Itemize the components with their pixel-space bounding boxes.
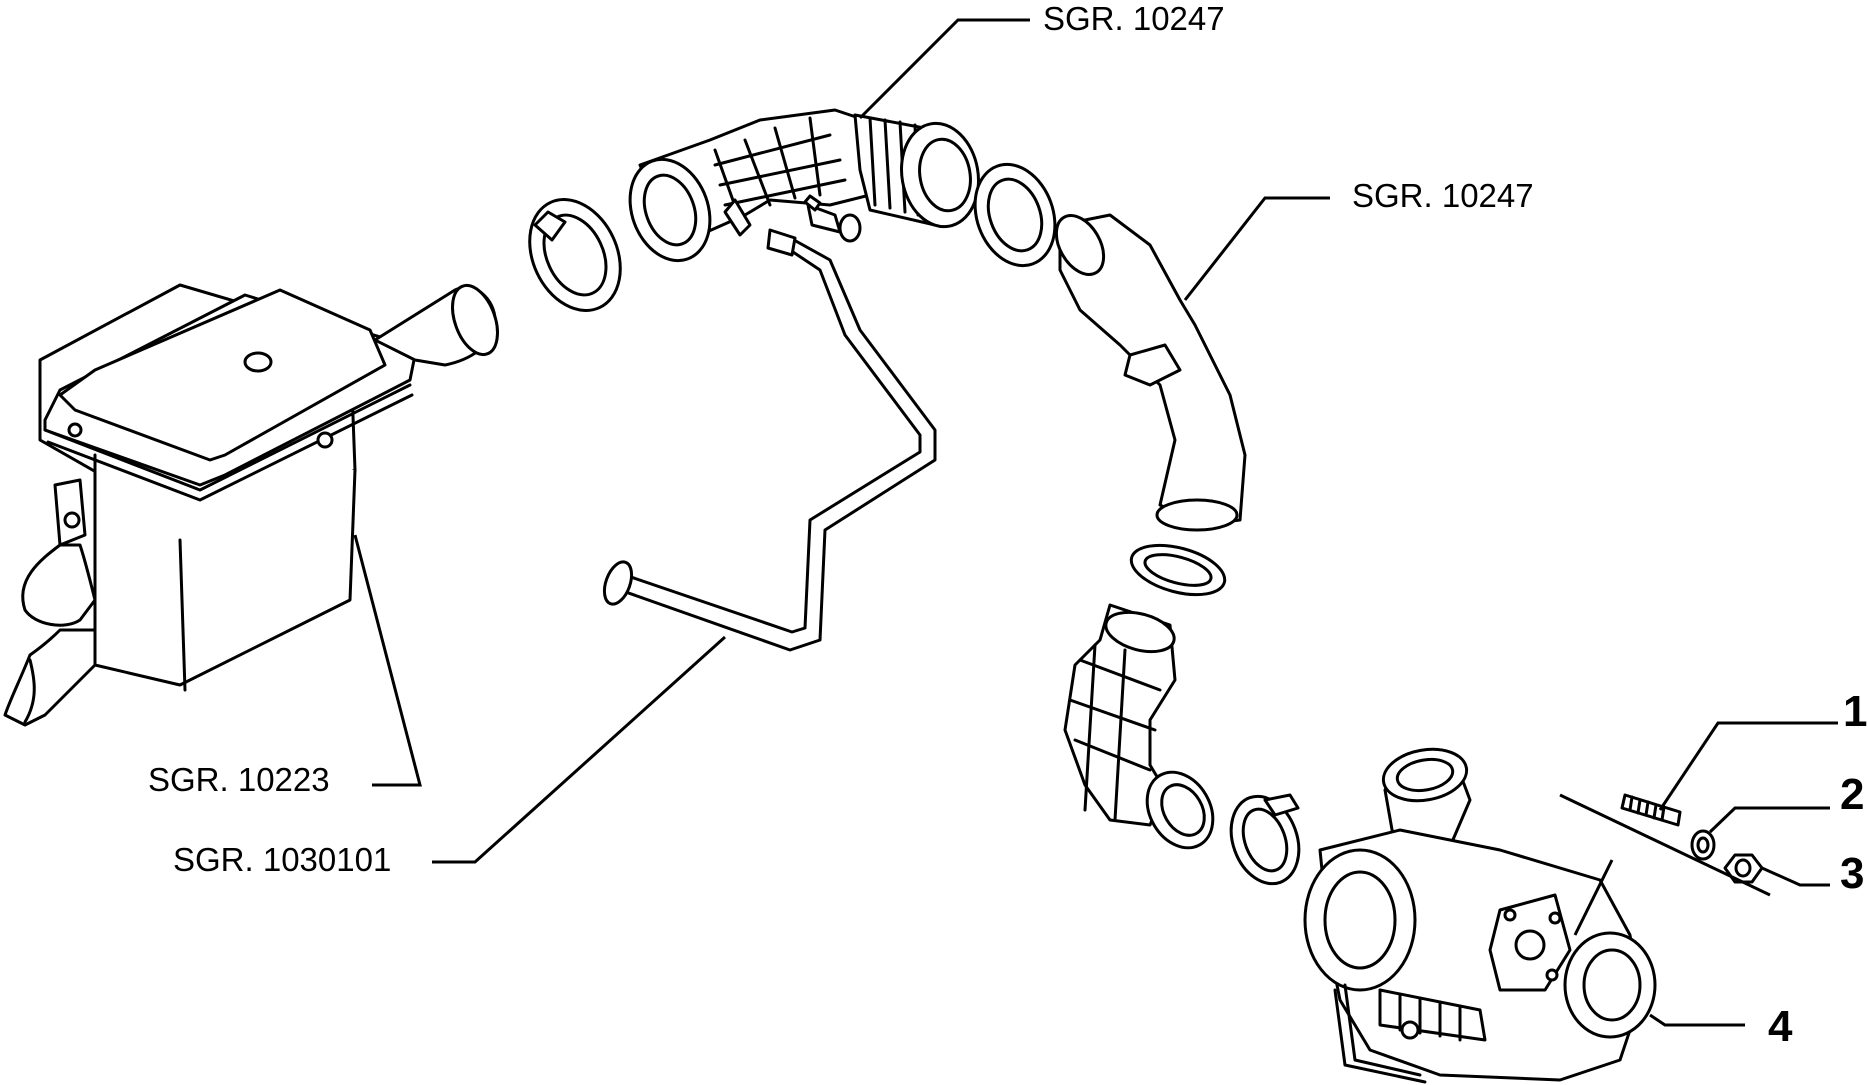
callout-2: 2	[1840, 770, 1865, 819]
ref-label-hose-right: SGR. 10247	[1352, 177, 1534, 214]
intercooler-hose	[1054, 213, 1247, 532]
ref-label-air-filter: SGR. 10223	[148, 761, 330, 798]
hose-clamp-lower	[1229, 793, 1301, 886]
intake-elbow-hose	[628, 108, 980, 263]
leader-lines	[353, 18, 1838, 1027]
hose-clamp-left	[528, 198, 622, 312]
breather-valve	[803, 194, 862, 243]
hose-clamp-middle	[1129, 543, 1227, 597]
callout-4: 4	[1768, 1002, 1793, 1051]
ref-label-hose-top: SGR. 10247	[1043, 0, 1225, 37]
breather-pipe	[602, 228, 937, 652]
turbocharger	[1303, 747, 1657, 1084]
ref-label-breather-pipe: SGR. 1030101	[173, 841, 392, 878]
air-filter-box	[3, 283, 499, 727]
turbo-intake-hose	[1063, 603, 1215, 850]
hose-clamp-top-right	[973, 162, 1057, 268]
callout-3: 3	[1840, 849, 1865, 898]
washer	[1690, 829, 1716, 861]
nut	[1723, 853, 1764, 884]
stud	[1620, 793, 1682, 827]
callout-1: 1	[1843, 687, 1868, 736]
